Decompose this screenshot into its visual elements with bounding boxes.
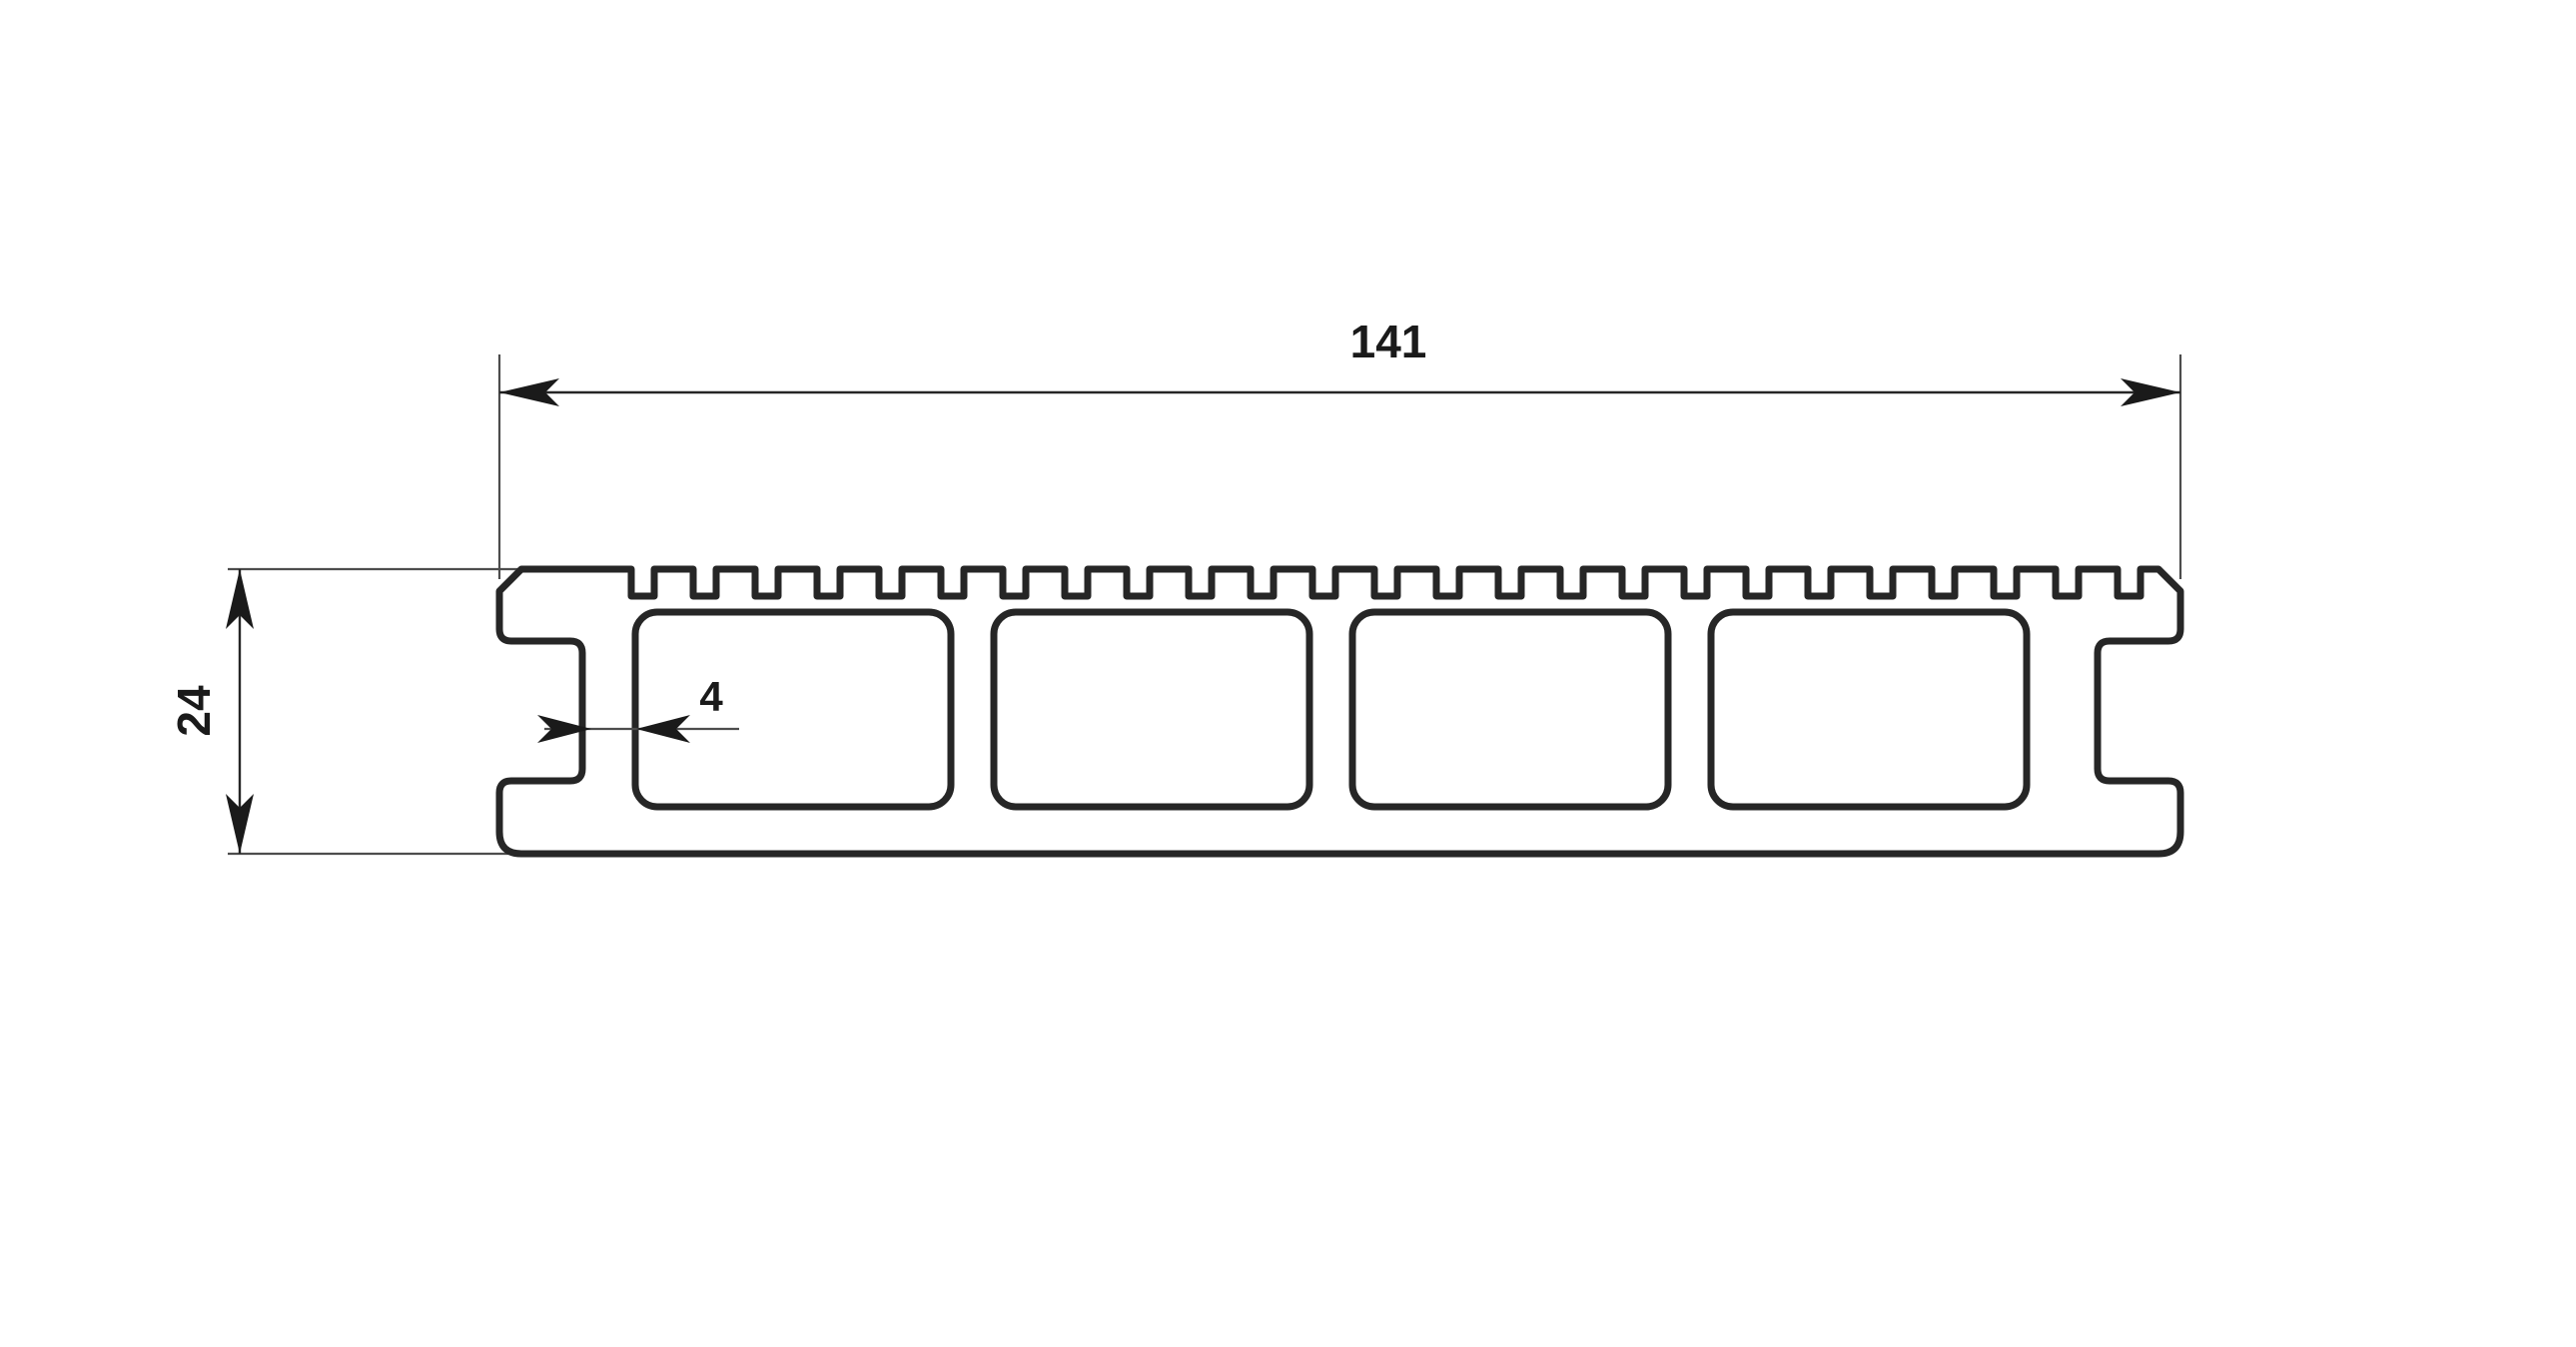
arrowhead-left-wall xyxy=(537,715,591,743)
chamber-3 xyxy=(1348,608,1672,811)
width-dimension-141: 141 xyxy=(499,316,2180,406)
arrowhead-right-width xyxy=(2121,378,2180,406)
arrowhead-bottom-height xyxy=(226,794,254,854)
chamber-2 xyxy=(990,608,1313,811)
height-dimension-24: 24 xyxy=(168,569,254,854)
chamber-1 xyxy=(631,608,955,811)
internal-chambers xyxy=(631,608,2031,811)
board-outer-profile xyxy=(495,565,2184,858)
height-dimension-extension-lines xyxy=(228,567,519,856)
wall-thickness-dimension-4: 4 xyxy=(537,673,739,743)
arrowhead-left-width xyxy=(499,378,559,406)
dimension-label-wall-thickness: 4 xyxy=(699,673,723,720)
width-dimension-extension-lines xyxy=(497,354,2182,579)
arrowhead-top-height xyxy=(226,569,254,629)
chamber-4 xyxy=(1707,608,2031,811)
arrowhead-right-wall xyxy=(636,715,690,743)
dimension-label-width: 141 xyxy=(1350,316,1427,367)
dimension-label-height: 24 xyxy=(168,685,220,737)
